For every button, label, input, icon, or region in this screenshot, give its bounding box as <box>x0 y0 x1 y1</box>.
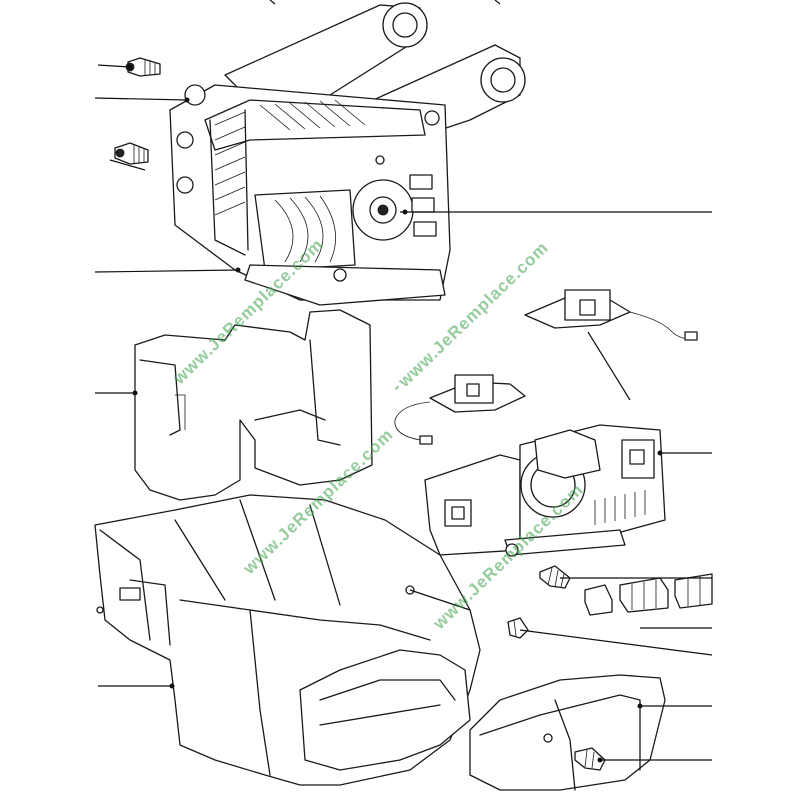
leader-lines <box>94 0 713 763</box>
side-cover <box>469 674 666 791</box>
small-screw <box>507 617 529 639</box>
motor-screw-top <box>125 57 161 77</box>
motor-screw-mid <box>114 142 149 165</box>
carbon-brush-upper <box>524 289 698 341</box>
connector-blocks <box>584 573 713 616</box>
upper-cover <box>134 309 373 501</box>
control-screw <box>539 565 571 589</box>
lower-base-cover <box>94 494 481 786</box>
motor-assembly <box>169 2 526 306</box>
side-cover-screw <box>574 747 606 771</box>
control-module <box>424 424 666 557</box>
carbon-brush-lower <box>394 374 526 445</box>
